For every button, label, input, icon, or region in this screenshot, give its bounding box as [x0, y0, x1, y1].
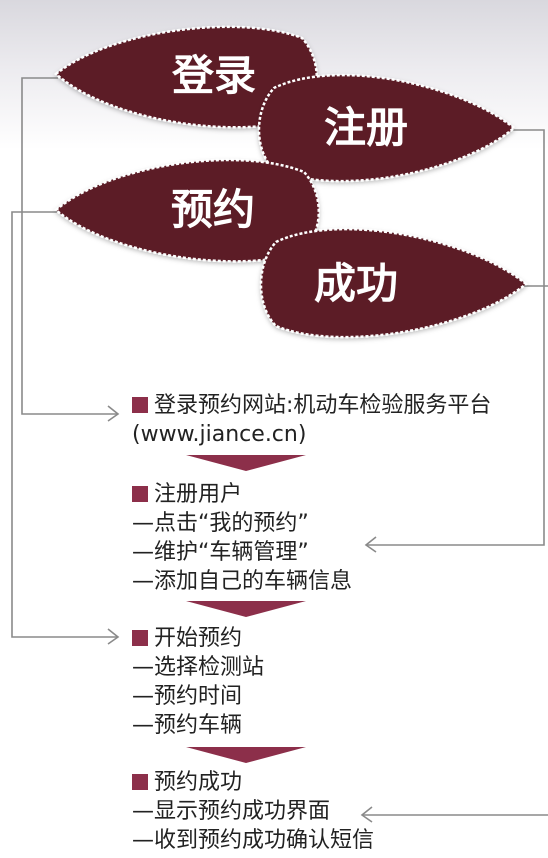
connector-arrowheads	[107, 405, 377, 823]
step-register-text: 注册用户 —点击“我的预约” —维护“车辆管理” —添加自己的车辆信息	[132, 480, 542, 596]
leaf-labels: 登录 注册 预约 成功	[171, 52, 408, 307]
square-bullet-icon	[132, 397, 148, 413]
leaf-label-success: 成功	[314, 260, 398, 307]
leaf-success	[259, 227, 528, 339]
elbow-arrow-icon	[364, 536, 377, 553]
step-line: —点击“我的预约”	[132, 511, 309, 536]
step-login-text: 登录预约网站:机动车检验服务平台 (www.jiance.cn)	[132, 391, 542, 449]
leaf-label-booking: 预约	[171, 186, 255, 233]
down-triangle-icon	[186, 455, 306, 471]
connector-booking	[11, 211, 118, 638]
step-title: 预约成功	[132, 768, 542, 797]
step-booking-text: 开始预约 —选择检测站 —预约时间 —预约车辆	[132, 624, 542, 740]
step-title: 注册用户	[132, 480, 542, 509]
step-line: —添加自己的车辆信息	[132, 569, 353, 594]
step-success-text: 预约成功 —显示预约成功界面 —收到预约成功确认短信	[132, 768, 542, 855]
connector-register	[366, 129, 545, 546]
step-title-text: 登录预约网站:机动车检验服务平台	[154, 393, 492, 418]
step-title-text: 开始预约	[154, 626, 243, 651]
down-triangle-icon	[186, 601, 306, 617]
connector-lines	[11, 77, 548, 816]
step-line: —维护“车辆管理”	[132, 540, 309, 565]
step-arrows	[186, 455, 306, 763]
square-bullet-icon	[132, 486, 148, 502]
step-line: (www.jiance.cn)	[132, 422, 307, 447]
leaf-booking	[54, 158, 320, 263]
elbow-arrow-icon	[107, 405, 120, 422]
elbow-arrow-icon	[107, 628, 120, 645]
step-title: 开始预约	[132, 624, 542, 653]
step-line: —预约时间	[132, 684, 243, 709]
step-line: —显示预约成功界面	[132, 799, 331, 824]
leaf-shapes	[54, 25, 528, 339]
step-line: —选择检测站	[132, 655, 265, 680]
connector-login	[21, 77, 118, 415]
down-triangle-icon	[186, 747, 306, 763]
leaf-label-register: 注册	[324, 104, 408, 151]
square-bullet-icon	[132, 774, 148, 790]
step-line: —收到预约成功确认短信	[132, 828, 375, 853]
square-bullet-icon	[132, 630, 148, 646]
step-title-text: 注册用户	[154, 482, 243, 507]
step-title: 登录预约网站:机动车检验服务平台	[132, 391, 542, 420]
step-line: —预约车辆	[132, 713, 243, 738]
step-title-text: 预约成功	[154, 770, 243, 795]
leaf-register	[257, 73, 516, 183]
leaf-label-login: 登录	[171, 52, 256, 99]
elbow-arrow-icon	[360, 806, 373, 823]
